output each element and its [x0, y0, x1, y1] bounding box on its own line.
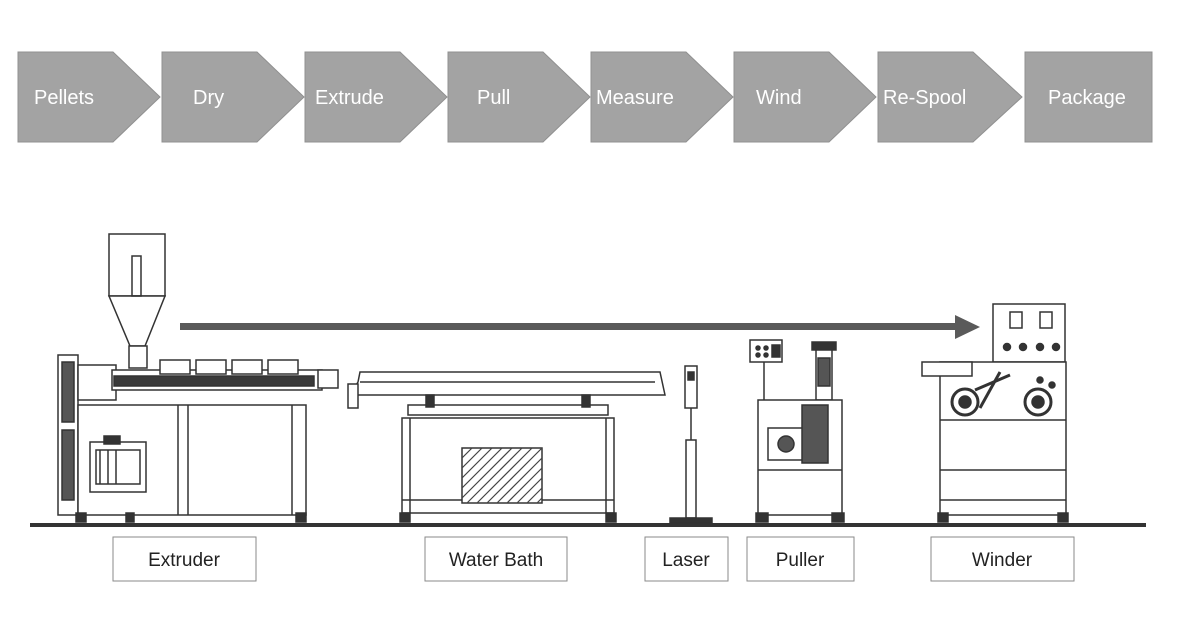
step-label: Pull — [477, 87, 510, 109]
puller-machine — [749, 339, 845, 523]
step-dry: Dry — [161, 51, 305, 143]
step-label: Measure — [596, 87, 674, 109]
label-winder: Winder — [930, 536, 1075, 582]
laser-machine — [669, 365, 713, 524]
step-measure: Measure — [590, 51, 734, 143]
step-wind: Wind — [733, 51, 877, 143]
water-bath-machine — [347, 371, 666, 523]
flow-arrow — [180, 315, 980, 339]
step-package: Package — [1024, 51, 1153, 143]
label-puller-text: Puller — [776, 550, 825, 571]
step-label: Extrude — [315, 87, 384, 109]
step-pull: Pull — [447, 51, 591, 143]
label-puller: Puller — [746, 536, 855, 582]
step-label: Wind — [756, 87, 802, 109]
step-pellets: Pellets — [17, 51, 161, 143]
step-re-spool: Re-Spool — [877, 51, 1023, 143]
floor-line — [30, 523, 1146, 527]
step-label: Pellets — [34, 87, 94, 109]
label-winder-text: Winder — [972, 550, 1033, 571]
step-label: Dry — [193, 87, 224, 109]
step-label: Package — [1048, 87, 1126, 109]
process-flow: Pellets Dry Extrude Pull Measure Wind Re… — [17, 51, 1153, 143]
label-laser-text: Laser — [662, 550, 710, 571]
label-extruder-text: Extruder — [148, 550, 220, 571]
machine-labels: Extruder Water Bath Laser Puller Winder — [112, 536, 1075, 582]
label-extruder: Extruder — [112, 536, 257, 582]
label-water-bath: Water Bath — [424, 536, 568, 582]
label-water-bath-text: Water Bath — [449, 550, 543, 571]
extruder-machine — [57, 233, 339, 523]
winder-machine — [921, 303, 1069, 523]
label-laser: Laser — [644, 536, 729, 582]
step-label: Re-Spool — [883, 87, 966, 109]
step-extrude: Extrude — [304, 51, 448, 143]
